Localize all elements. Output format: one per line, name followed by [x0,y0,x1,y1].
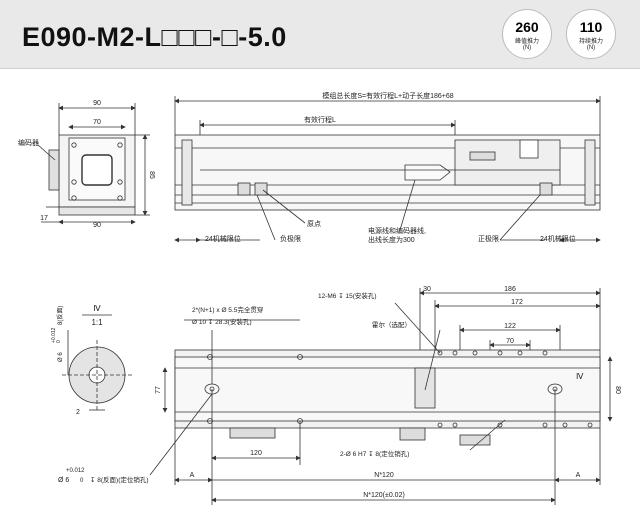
dim-77: 77 [155,386,162,394]
detail-dim-diameter: Ø 6 [58,352,64,362]
detail-view-scale: 1:1 [91,318,103,327]
dim-n120-tol: N*120(±0.02) [363,492,405,499]
end-view [37,103,150,225]
pin-hole-left-tol-bottom: 0 [80,478,84,484]
pin-hole-left-diameter: Ø 6 [58,477,69,484]
detail-view [62,314,132,411]
right-limit-label: 24机械限位 [540,234,576,243]
end-view-dim-90-bottom: 90 [93,222,101,229]
dim-120: 120 [250,450,262,457]
technical-drawing: 90 70 85 17 90 编码器 模组总长度S=有效行程L+动 [18,91,621,505]
side-view [174,96,601,243]
bottom-view [149,288,613,505]
dim-a-right: A [576,472,581,479]
peak-force-label: 峰值推力 [514,39,539,45]
origin-label: 原点 [307,220,321,228]
end-view-dim-85: 85 [148,171,155,179]
detail-dim-depth: 8(反面) [56,306,64,325]
peak-force-value: 260 [515,19,539,35]
detail-dim-two: 2 [76,409,80,416]
dim-80: 80 [614,386,621,394]
hall-label: 霍尔（选配） [372,320,411,329]
dim-172: 172 [511,299,523,306]
thread-holes-label: 12-M6 ↧ 15(安装孔) [318,291,377,300]
model-title: E090-M2-L□□□-□-5.0 [22,22,287,52]
pin-hole-left-depth: ↧ 8(反面)(定位销孔) [90,475,149,484]
peak-force-badge: 260 峰值推力 (N) [502,9,552,59]
continuous-force-unit: (N) [586,45,596,51]
total-length-label: 模组总长度S=有效行程L+动子长度186+68 [322,91,453,100]
negative-limit-label: 负极限 [280,234,301,243]
header-bar: E090-M2-L□□□-□-5.0 260 峰值推力 (N) 110 持续推力… [0,0,640,69]
dim-30: 30 [423,286,431,293]
cable-length-label: 出线长度为300 [368,235,415,244]
end-view-dim-17: 17 [40,215,48,222]
bottom-detail-mark: Ⅳ [576,372,584,381]
left-limit-label: 24机械限位 [205,234,241,243]
dim-70: 70 [506,338,514,345]
stroke-label: 有效行程L [304,115,336,124]
pin-hole-left-tol-top: +0.012 [66,468,85,474]
end-view-dim-90-top: 90 [93,100,101,107]
positive-limit-label: 正极限 [478,234,499,243]
counterbore-label: Ø 10 ↧ 28.3(安装孔) [192,317,252,326]
encoder-label: 编码器 [18,138,39,147]
dim-122: 122 [504,323,516,330]
detail-dim-tol-top: +0.012 [51,327,57,343]
continuous-force-label: 持续推力 [578,39,603,45]
dim-186: 186 [504,286,516,293]
pin-holes-label: 2-Ø 6 H7 ↧ 8(定位销孔) [340,449,409,458]
dim-n120: N*120 [374,472,394,479]
through-hole-label: 2*(N+1) x Ø 5.5完全贯穿 [192,305,263,314]
end-view-dim-70: 70 [93,119,101,126]
detail-dim-tol-bottom: 0 [56,340,62,343]
continuous-force-badge: 110 持续推力 (N) [566,9,616,59]
detail-view-name: Ⅳ [93,304,101,313]
dim-a-left: A [190,472,195,479]
cable-label: 电源线和编码器线, [368,226,426,235]
continuous-force-value: 110 [579,19,603,35]
peak-force-unit: (N) [522,45,532,51]
